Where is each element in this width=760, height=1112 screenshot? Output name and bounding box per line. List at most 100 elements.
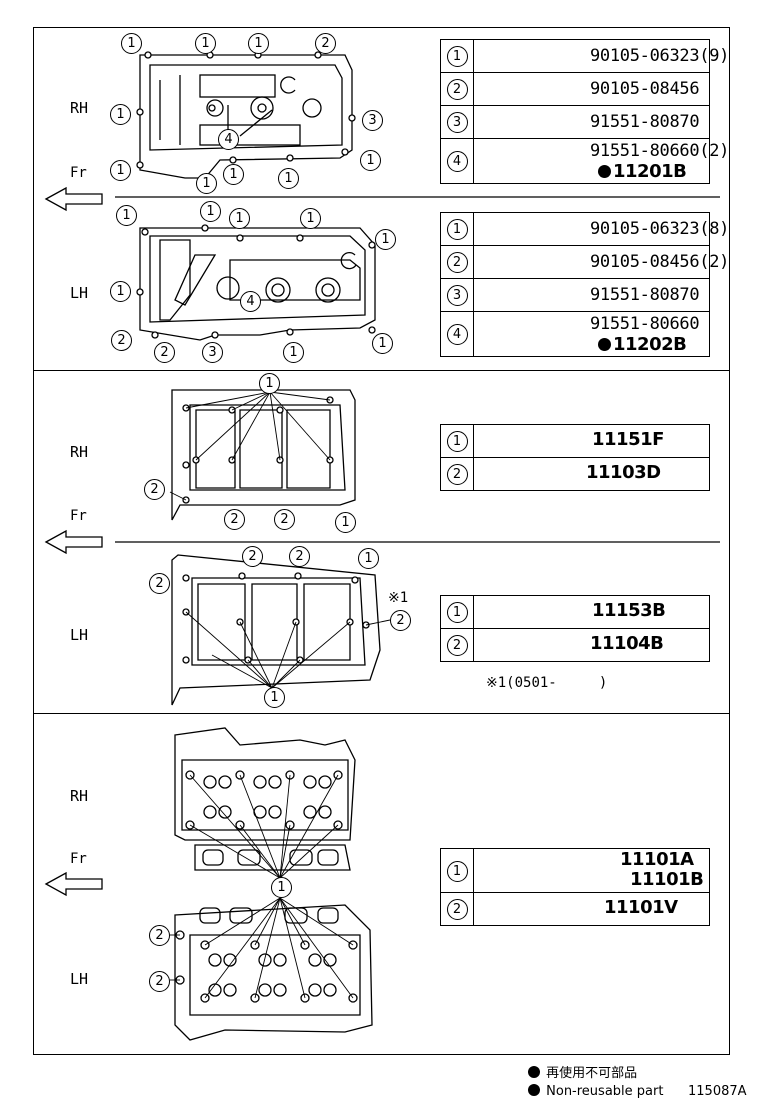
part-number: 11104B (590, 633, 664, 654)
callout-number: 2 (289, 546, 310, 567)
front-arrow-icon (44, 871, 103, 897)
table-row: 2 11101V (440, 892, 710, 926)
callout-number: 1 (375, 229, 396, 250)
non-reusable-dot-icon (598, 165, 611, 178)
part-number: 91551-80870 (590, 285, 700, 305)
item-number: 2 (446, 635, 468, 656)
lh-cam-housing (171, 554, 391, 706)
callout-number: 2 (242, 546, 263, 567)
table-row: 4 91551-80660(2) 11201B (440, 138, 729, 184)
callout-number: 1 (121, 33, 142, 54)
non-reusable-part-ref: 11201B (613, 161, 687, 182)
callout-number: 2 (149, 925, 170, 946)
table-row: 1 90105-06323(8) (440, 212, 729, 246)
rh-head-cover (136, 51, 356, 179)
callout-number: 1 (229, 208, 250, 229)
item-number: 1 (446, 46, 468, 67)
table-row: 2 11104B (440, 628, 710, 662)
callout-number: 2 (149, 573, 170, 594)
callout-number: 1 (110, 104, 131, 125)
table-row: 4 91551-80660 11202B (440, 311, 710, 357)
table-row: 2 11103D (440, 457, 710, 491)
footnote-marker: ※1 (388, 590, 409, 606)
callout-number: 2 (149, 971, 170, 992)
legend-text-en: Non-reusable part (546, 1084, 664, 1099)
item-number: 3 (446, 285, 468, 306)
callout-number: 3 (362, 110, 383, 131)
item-number: 3 (446, 112, 468, 133)
part-number: 90105-08456 (590, 79, 700, 99)
callout-number: 1 (196, 173, 217, 194)
diagram-frame (33, 27, 730, 1055)
footnote: ※1(0501- ) (486, 675, 608, 691)
part-number: 11153B (592, 600, 666, 621)
callout-number: 1 (110, 281, 131, 302)
callout-number: 1 (248, 33, 269, 54)
front-label: Fr (70, 851, 87, 867)
part-number: 91551-80870 (590, 112, 700, 132)
item-number: 2 (446, 79, 468, 100)
table-row: 3 91551-80870 (440, 278, 710, 312)
part-number: 11103D (586, 462, 661, 483)
callout-number: 1 (360, 150, 381, 171)
table-row: 3 91551-80870 (440, 105, 710, 139)
callout-number: 1 (259, 373, 280, 394)
item-number: 2 (446, 464, 468, 485)
callout-number: 1 (372, 333, 393, 354)
callout-number: 1 (264, 687, 285, 708)
part-number: 11101A (620, 849, 694, 870)
callout-number: 2 (390, 610, 411, 631)
callout-number: 1 (195, 33, 216, 54)
non-reusable-dot-icon (598, 338, 611, 351)
lh-housing-bolt-table: 1 11153B 2 11104B (440, 595, 710, 662)
callout-number: 4 (240, 291, 261, 312)
rh-label: RH (70, 99, 89, 117)
table-row: 2 90105-08456(2) (440, 245, 729, 279)
rh-label: RH (70, 443, 89, 461)
rh-cylinder-head (174, 727, 356, 879)
callout-number: 2 (144, 479, 165, 500)
rh-cover-bolt-table: 1 90105-06323(9) 2 90105-08456 3 91551-8… (440, 39, 729, 184)
table-row: 1 90105-06323(9) (440, 39, 729, 73)
callout-number: 2 (315, 33, 336, 54)
callout-number: 2 (111, 330, 132, 351)
part-number: 11151F (592, 429, 664, 450)
part-number: 91551-80660(2) (590, 141, 730, 161)
callout-number: 1 (278, 168, 299, 189)
callout-number: 4 (218, 129, 239, 150)
non-reusable-dot-icon (528, 1084, 540, 1096)
item-number: 2 (446, 252, 468, 273)
lh-cylinder-head (170, 897, 373, 1041)
lh-cover-bolt-table: 1 90105-06323(8) 2 90105-08456(2) 3 9155… (440, 212, 729, 357)
lh-label: LH (70, 626, 89, 644)
part-number: 90105-06323(9) (590, 46, 730, 66)
section-divider (33, 713, 730, 714)
part-number: 90105-08456(2) (590, 252, 730, 272)
legend-text-ja: 再使用不可部品 (546, 1066, 638, 1081)
callout-number: 1 (300, 208, 321, 229)
item-number: 1 (446, 219, 468, 240)
rh-cam-housing (169, 389, 356, 521)
item-number: 2 (446, 899, 468, 920)
item-number: 4 (446, 324, 468, 345)
part-number: 11101V (604, 897, 678, 918)
rh-label: RH (70, 787, 89, 805)
callout-number: 1 (335, 512, 356, 533)
callout-number: 2 (274, 509, 295, 530)
item-number: 1 (446, 602, 468, 623)
head-bolt-table: 1 11101A 11101B 2 11101V (440, 848, 710, 926)
callout-number: 1 (283, 342, 304, 363)
callout-number: 2 (224, 509, 245, 530)
non-reusable-part-ref: 11202B (613, 334, 687, 355)
table-row: 1 11101A 11101B (440, 848, 710, 893)
table-row: 1 11153B (440, 595, 710, 629)
callout-number: 1 (358, 548, 379, 569)
item-number: 4 (446, 151, 468, 172)
section-divider (33, 370, 730, 371)
part-number: 91551-80660 (590, 314, 700, 334)
callout-number: 1 (110, 160, 131, 181)
rh-housing-bolt-table: 1 11151F 2 11103D (440, 424, 710, 491)
callout-number: 1 (223, 164, 244, 185)
callout-number: 3 (202, 342, 223, 363)
